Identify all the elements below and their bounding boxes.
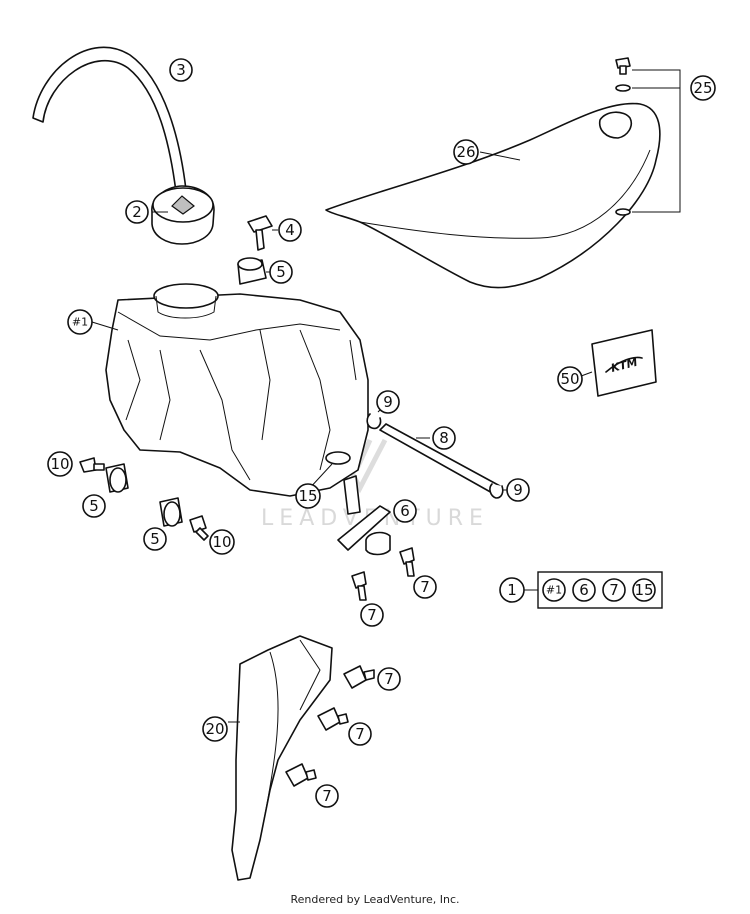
- callout-7-tap-left: 7: [360, 603, 384, 627]
- hose-clamp-9b: [489, 483, 504, 499]
- fuel-tank: [105, 283, 369, 497]
- svg-text:7: 7: [367, 606, 377, 624]
- o-ring-15: [325, 451, 351, 465]
- svg-text:7: 7: [420, 578, 430, 596]
- svg-text:7: 7: [322, 787, 332, 805]
- svg-text:2: 2: [132, 203, 142, 221]
- decal-logo: KTM: [610, 356, 639, 375]
- callout-3: 3: [169, 58, 193, 82]
- svg-text:26: 26: [456, 143, 475, 161]
- callout-5-center: 5: [143, 527, 167, 551]
- svg-text:7: 7: [384, 670, 394, 688]
- kit-item-6: 6: [572, 578, 596, 602]
- svg-text:9: 9: [383, 393, 393, 411]
- vent-hose: [32, 46, 187, 193]
- svg-text:5: 5: [150, 530, 160, 548]
- bushing-5-center: [159, 497, 183, 527]
- callout-7-tap-right: 7: [413, 575, 437, 599]
- kit-item-1: #1: [542, 578, 566, 602]
- callout-5-top: 5: [269, 260, 293, 284]
- screw-10-left: [79, 457, 105, 473]
- callout-15: 15: [295, 483, 321, 509]
- screw-7-spoiler-top: [343, 665, 375, 689]
- svg-text:7: 7: [355, 725, 365, 743]
- svg-text:50: 50: [560, 370, 579, 388]
- svg-text:25: 25: [693, 79, 712, 97]
- kit-main-callout: 1: [499, 577, 525, 603]
- kit-item-7: 7: [602, 578, 626, 602]
- seat-screw-25: [615, 57, 681, 216]
- callout-9-lower: 9: [506, 478, 530, 502]
- svg-text:5: 5: [276, 263, 286, 281]
- callout-50: 50: [557, 366, 583, 392]
- screw-4: [247, 215, 273, 251]
- svg-text:10: 10: [212, 533, 231, 551]
- callout-7-spoiler-mid: 7: [348, 722, 372, 746]
- callout-10-left: 10: [47, 451, 73, 477]
- kit-item-15: 15: [632, 578, 656, 602]
- callout-6: 6: [393, 499, 417, 523]
- svg-text:1: 1: [507, 581, 517, 599]
- svg-text:6: 6: [579, 581, 589, 599]
- svg-text:#1: #1: [546, 584, 562, 597]
- svg-text:3: 3: [176, 61, 186, 79]
- screw-7-tap-left: [351, 571, 367, 601]
- svg-text:9: 9: [513, 481, 523, 499]
- tank-spoiler: [231, 635, 333, 881]
- hose-clamp-9a: [366, 413, 382, 430]
- callout-10-center: 10: [209, 529, 235, 555]
- callout-4: 4: [278, 218, 302, 242]
- callout-9-upper: 9: [376, 390, 400, 414]
- screw-7-tap-right: [399, 547, 415, 577]
- svg-text:7: 7: [609, 581, 619, 599]
- screw-7-spoiler-bottom: [285, 763, 317, 787]
- tank-decal: KTM: [591, 329, 657, 397]
- fuel-cap: [151, 185, 215, 245]
- screw-10-center: [189, 515, 209, 541]
- svg-text:4: 4: [285, 221, 295, 239]
- svg-text:8: 8: [439, 429, 449, 447]
- callout-26: 26: [453, 139, 479, 165]
- kit-legend: 1 #1 6 7 15: [499, 571, 663, 609]
- svg-text:10: 10: [50, 455, 69, 473]
- callout-2: 2: [125, 200, 149, 224]
- svg-text:5: 5: [89, 497, 99, 515]
- screw-7-spoiler-mid: [317, 707, 349, 731]
- bushing-5-top: [237, 257, 267, 285]
- callout-7-spoiler-top: 7: [377, 667, 401, 691]
- svg-text:#1: #1: [72, 316, 88, 329]
- footer-credit: Rendered by LeadVenture, Inc.: [290, 893, 460, 906]
- svg-text:15: 15: [298, 487, 317, 505]
- callout-1-tank: #1: [67, 309, 93, 335]
- fuel-tap: [337, 475, 391, 556]
- callout-20: 20: [202, 716, 228, 742]
- callout-7-spoiler-bottom: 7: [315, 784, 339, 808]
- callout-8: 8: [432, 426, 456, 450]
- seat: [325, 102, 661, 289]
- svg-text:6: 6: [400, 502, 410, 520]
- svg-text:15: 15: [634, 581, 653, 599]
- callout-5-left: 5: [82, 494, 106, 518]
- bushing-5-left: [105, 463, 129, 493]
- svg-text:20: 20: [205, 720, 224, 738]
- callout-25: 25: [690, 75, 716, 101]
